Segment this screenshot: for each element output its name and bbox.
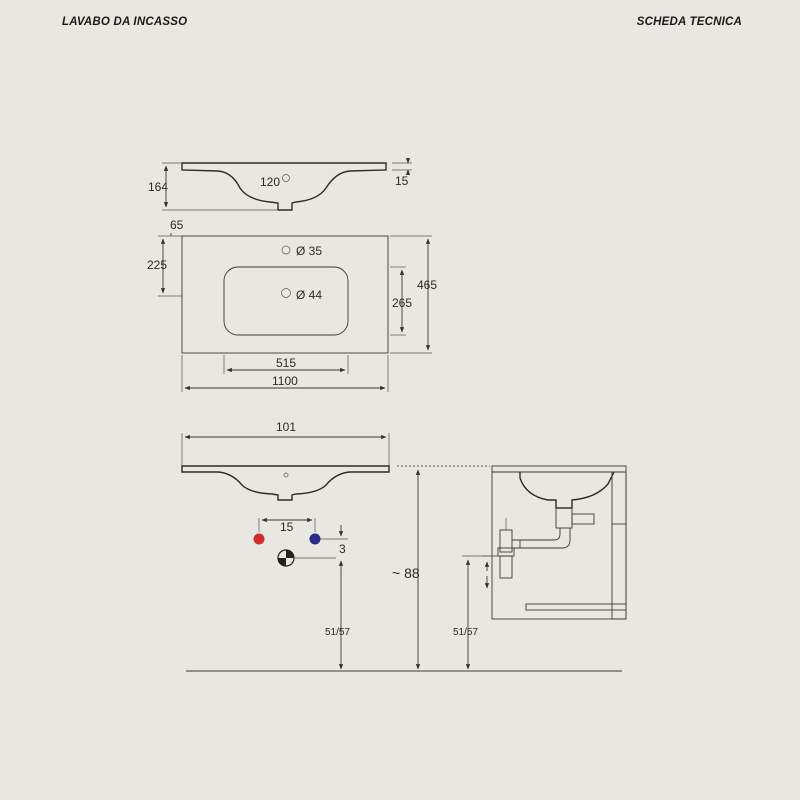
front-width-label: 101	[276, 420, 296, 434]
siphon	[497, 507, 595, 579]
profile-rim-label: 15	[395, 174, 409, 188]
profile-depth-label: 120	[260, 175, 280, 189]
drain-hole-label: Ø 44	[296, 288, 322, 302]
basin-front	[181, 465, 390, 501]
drain-symbol	[277, 549, 295, 567]
profile-height-label: 164	[148, 180, 168, 194]
sheet-title: SCHEDA TECNICA	[636, 16, 742, 28]
top-view: Ø 35 Ø 44 65 225 265 465 515 1100	[147, 218, 437, 392]
basin-profile	[181, 162, 387, 211]
drawer-front	[611, 471, 627, 620]
cabinet-side-view: 51/57	[453, 465, 627, 670]
bowl-outline-top	[223, 266, 349, 336]
basin-width-label: 515	[276, 356, 296, 370]
offset-small-label: 3	[339, 542, 346, 556]
product-title: LAVABO DA INCASSO	[62, 16, 188, 28]
total-depth-label: 465	[417, 278, 437, 292]
tap-hole-label: Ø 35	[296, 244, 322, 258]
offset-label: 65	[170, 218, 184, 232]
basin-outline-top	[181, 235, 389, 354]
total-width-label: 1100	[272, 374, 298, 388]
tap-spacing-label: 15	[280, 520, 294, 534]
tap-offset-label: 225	[147, 258, 167, 272]
drain-height-label: 51/57	[453, 627, 478, 638]
basin-depth-label: 265	[392, 296, 412, 310]
profile-view: 164 120 15	[148, 158, 412, 211]
tap-hole-top	[281, 245, 291, 255]
hot-water-supply	[253, 533, 265, 545]
front-view: 101 15 3 51/57 ~ 88	[181, 420, 622, 672]
tap-hole-profile	[282, 174, 290, 182]
supply-height-label: 51/57	[325, 627, 350, 638]
basin-side-section	[519, 471, 615, 509]
drain-hole-top	[281, 288, 291, 298]
total-height-label: ~ 88	[392, 565, 420, 581]
tap-hole-front	[283, 472, 289, 478]
cabinet-shelf	[525, 603, 627, 611]
cold-water-supply	[309, 533, 321, 545]
